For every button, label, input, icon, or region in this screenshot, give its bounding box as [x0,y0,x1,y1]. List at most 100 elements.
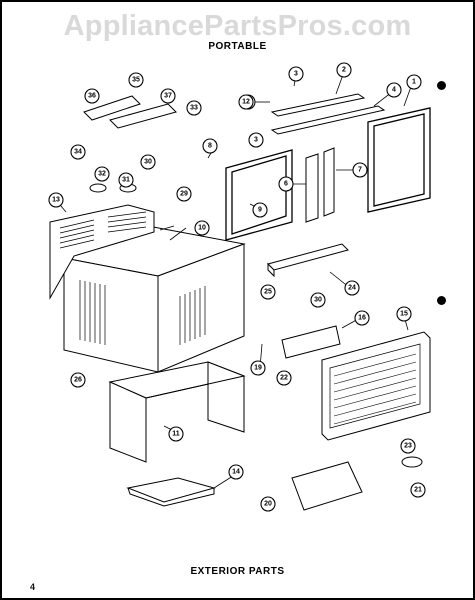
callout-22: 22 [276,370,292,386]
callout-circle [260,496,276,512]
watermark: AppliancePartsPros.com [63,10,412,42]
callout-number: 33 [190,105,198,112]
callout-20: 20 [260,496,276,512]
callout-circle [238,94,254,110]
registration-dot-top [437,81,446,90]
callout-35: 35 [128,72,144,88]
callout-circle [288,66,304,82]
callout-13: 13 [48,192,64,208]
callout-number: 34 [74,149,82,156]
callout-16: 16 [354,310,370,326]
callout-circle [194,220,210,236]
callout-14: 14 [228,464,244,480]
callout-markers: 1233456789101112131415161920212223242526… [48,62,426,512]
registration-dot-bottom [437,296,446,305]
callout-circle [186,100,202,116]
support-bar [267,243,349,278]
callout-number: 6 [284,181,288,188]
callout-34: 34 [70,144,86,160]
callout-circle [386,82,402,98]
callout-4: 4 [386,82,402,98]
callout-number: 30 [314,297,322,304]
callout-circle [118,172,134,188]
callout-number: 23 [404,443,412,450]
callout-circle [278,176,294,192]
callout-36: 36 [84,88,100,104]
callout-7: 7 [352,162,368,178]
callout-12: 12 [238,94,254,110]
window-frame [367,107,431,213]
diagram-heading: PORTABLE [208,41,267,52]
callout-number: 3 [294,71,298,78]
filter [291,461,363,511]
callout-number: 16 [358,315,366,322]
callout-number: 13 [52,197,60,204]
callout-number: 12 [242,99,250,106]
callout-number: 24 [348,285,356,292]
rear-grille-panel [49,204,155,300]
callout-number: 19 [254,365,262,372]
callout-number: 22 [280,375,288,382]
callout-circle [168,426,184,442]
callout-circle [140,154,156,170]
callout-circle [250,360,266,376]
callout-29: 29 [176,186,192,202]
callout-circle [202,138,218,154]
callout-circle [354,310,370,326]
callout-15: 15 [396,306,412,322]
callout-circle [84,88,100,104]
louver-assembly [281,325,341,359]
callout-circle [160,88,176,104]
top-rails [270,93,386,135]
callout-2: 2 [336,62,352,78]
callout-number: 37 [164,93,172,100]
callout-number: 4 [392,87,396,94]
callout-number: 9 [258,207,262,214]
callout-11: 11 [168,426,184,442]
callout-number: 30 [144,159,152,166]
callout-circle [176,186,192,202]
callout-3: 3 [288,66,304,82]
callout-32: 32 [94,166,110,182]
callout-number: 31 [122,177,130,184]
callout-number: 25 [264,289,272,296]
front-grille [321,331,431,441]
top-cover-rail [83,95,177,129]
callout-number: 3 [254,137,258,144]
callout-number: 35 [132,77,140,84]
callout-circle [344,280,360,296]
callout-1: 1 [406,74,422,90]
callout-circle [228,464,244,480]
callout-circle [70,372,86,388]
callout-number: 21 [414,487,422,494]
callout-number: 32 [98,171,106,178]
callout-number: 36 [88,93,96,100]
callout-number: 8 [208,143,212,150]
callout-6: 6 [278,176,294,192]
callout-circle [410,482,426,498]
callout-number: 11 [172,431,180,438]
callout-circle [310,292,326,308]
callout-31: 31 [118,172,134,188]
callout-circle [276,370,292,386]
callout-number: 20 [264,501,272,508]
callout-number: 26 [74,377,82,384]
callout-19: 19 [250,360,266,376]
callout-21: 21 [410,482,426,498]
callout-number: 2 [342,67,346,74]
callout-circle [400,438,416,454]
callout-number: 29 [180,191,188,198]
callout-circle [396,306,412,322]
diagram-caption: EXTERIOR PARTS [190,566,285,577]
control-knob [401,456,423,468]
callout-9: 9 [252,202,268,218]
callout-number: 7 [358,167,362,174]
cabinet-wrapper [62,225,246,373]
callout-circle [336,62,352,78]
callout-number: 15 [400,311,408,318]
page-number: 4 [30,582,36,592]
callout-26: 26 [70,372,86,388]
callout-10: 10 [194,220,210,236]
callout-8: 8 [202,138,218,154]
